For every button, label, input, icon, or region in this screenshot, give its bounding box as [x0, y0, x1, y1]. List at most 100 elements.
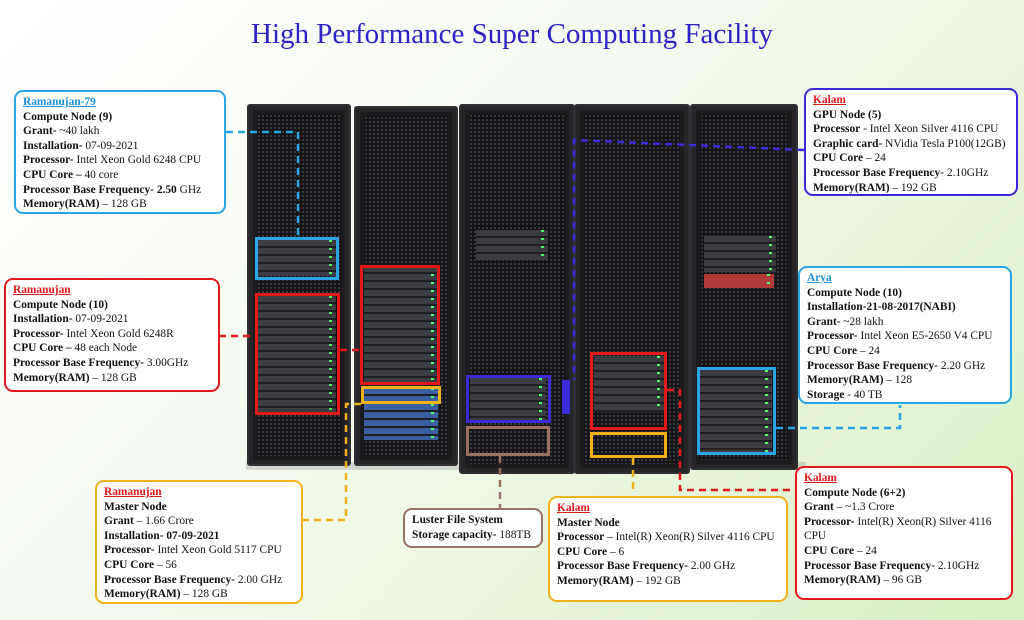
- memory-value: – 128 GB: [99, 198, 147, 211]
- highlight-ramanujan-master-compute: [360, 265, 440, 385]
- info-box-ramanujan79: Ramanujan-79 Compute Node (9) Grant- ~40…: [14, 90, 226, 214]
- processor-value-cont: CPU: [804, 530, 827, 543]
- frequency-label: Processor Base Frequency-: [104, 573, 235, 586]
- memory-value: – 96 GB: [880, 574, 922, 587]
- frequency-value: 2.20 GHz: [937, 359, 986, 372]
- box-heading: Kalam: [557, 502, 590, 514]
- cpu-core-value: – 24: [854, 544, 877, 557]
- processor-value: Intel(R) Xeon(R) Silver 4116: [854, 515, 992, 528]
- memory-label: Memory(RAM): [804, 574, 881, 587]
- highlight-ramanujan79: [255, 237, 339, 280]
- box-heading: Arya: [807, 272, 832, 284]
- processor-label: Processor-: [807, 330, 858, 343]
- grant-value: – 1.66 Crore: [133, 515, 194, 528]
- box-heading: Ramanujan: [104, 486, 162, 498]
- frequency-value: 2.00 GHz: [234, 573, 283, 586]
- storage-value: - 40 TB: [844, 388, 883, 401]
- master-node-label: Master Node: [104, 500, 167, 513]
- highlight-ramanujan: [255, 293, 340, 415]
- memory-label: Memory(RAM): [104, 588, 181, 601]
- grant-label: Grant: [104, 515, 134, 528]
- cpu-core-value: 40 core: [81, 168, 119, 181]
- frequency-label: Processor Base Frequency-: [557, 560, 688, 573]
- info-box-ramanujan-master: Ramanujan Master Node Grant – 1.66 Crore…: [95, 480, 303, 604]
- box-heading: Ramanujan: [13, 284, 71, 296]
- frequency-label: Processor Base Frequency-: [804, 559, 935, 572]
- processor-label: Processor-: [104, 544, 155, 557]
- highlight-arya: [697, 367, 776, 455]
- cpu-core-value: – 24: [857, 344, 880, 357]
- frequency-label: Processor Base Frequency-: [813, 166, 944, 179]
- box-heading: Ramanujan-79: [23, 96, 96, 108]
- cpu-core-label: CPU Core: [804, 544, 855, 557]
- info-box-luster-file-system: Luster File System Storage capacity- 188…: [403, 508, 543, 548]
- storage-label: Storage capacity-: [412, 528, 497, 541]
- info-box-arya: Arya Compute Node (10) Installation-21-0…: [798, 266, 1012, 404]
- processor-value: Intel Xeon Gold 6248 CPU: [73, 154, 202, 167]
- installation-label: Installation-: [13, 313, 73, 326]
- info-box-kalam-gpu: Kalam GPU Node (5) Processor - Intel Xeo…: [804, 88, 1018, 196]
- cpu-core-value: – 24: [863, 152, 886, 165]
- processor-value: Intel Xeon Gold 6248R: [63, 327, 174, 340]
- gpu-node-label: GPU Node (5): [813, 108, 882, 121]
- cpu-core-label: CPU Core: [807, 344, 858, 357]
- installation-value: 07-09-2021: [72, 313, 129, 326]
- page-title: High Performance Super Computing Facilit…: [251, 18, 773, 50]
- graphic-card-value: NVidia Tesla P100(12GB): [882, 137, 1006, 150]
- cpu-core-value: 48 each Node: [71, 342, 138, 355]
- frequency-value: 2.00 GHz: [687, 560, 736, 573]
- frequency-value: GHz: [176, 183, 202, 196]
- memory-value: – 192 GB: [633, 574, 681, 587]
- box-heading: Kalam: [804, 472, 837, 484]
- memory-label: Memory(RAM): [813, 181, 890, 194]
- compute-node-label: Compute Node (10): [13, 298, 108, 311]
- cpu-core-label: CPU Core –: [13, 342, 72, 355]
- frequency-label: Processor Base Frequency- 2.50: [23, 183, 177, 196]
- processor-value: Intel Xeon Gold 5117 CPU: [154, 544, 282, 557]
- processor-value: – Intel(R) Xeon(R) Silver 4116 CPU: [604, 531, 775, 544]
- memory-value: – 128 GB: [180, 588, 228, 601]
- grant-label: Grant-: [23, 125, 57, 138]
- processor-label: Processor-: [804, 515, 855, 528]
- compute-node-label: Compute Node (6+2): [804, 486, 906, 499]
- memory-label: Memory(RAM): [807, 374, 884, 387]
- highlight-kalam-master: [590, 432, 667, 458]
- installation-label: Installation-: [23, 139, 83, 152]
- memory-label: Memory(RAM): [13, 371, 90, 384]
- memory-value: – 192 GB: [889, 181, 937, 194]
- grant-value: – ~1.3 Crore: [833, 501, 895, 514]
- grant-value: ~28 lakh: [840, 315, 884, 328]
- info-box-ramanujan-compute: Ramanujan Compute Node (10) Installation…: [4, 278, 220, 392]
- frequency-value: 3.00GHz: [143, 356, 189, 369]
- processor-label: Processor-: [13, 327, 64, 340]
- box-heading: Kalam: [813, 94, 846, 106]
- highlight-luster: [466, 426, 550, 456]
- frequency-value: 2.10GHz: [934, 559, 980, 572]
- highlight-kalam-gpu: [466, 375, 551, 423]
- cpu-core-label: CPU Core: [557, 545, 608, 558]
- memory-value: – 128 GB: [89, 371, 137, 384]
- grant-label: Grant: [804, 501, 834, 514]
- memory-label: Memory(RAM): [23, 198, 100, 211]
- luster-label: Luster File System: [412, 514, 503, 526]
- processor-value: - Intel Xeon Silver 4116 CPU: [860, 123, 999, 136]
- graphic-card-label: Graphic card-: [813, 137, 883, 150]
- installation-value: 07-09-2021: [82, 139, 139, 152]
- highlight-kalam-compute: [590, 352, 667, 430]
- frequency-label: Processor Base Frequency-: [13, 356, 144, 369]
- storage-value: 188TB: [496, 528, 531, 541]
- installation-label: Installation-21-08-2017(NABI): [807, 301, 956, 314]
- processor-label: Processor: [557, 531, 605, 544]
- cpu-core-value: – 56: [154, 558, 177, 571]
- frequency-value: 2.10GHz: [943, 166, 989, 179]
- cpu-core-label: CPU Core –: [23, 168, 82, 181]
- processor-value: Intel Xeon E5-2650 V4 CPU: [857, 330, 993, 343]
- master-node-label: Master Node: [557, 516, 620, 529]
- info-box-kalam-master: Kalam Master Node Processor – Intel(R) X…: [548, 496, 788, 602]
- grant-label: Grant-: [807, 315, 841, 328]
- info-box-kalam-compute: Kalam Compute Node (6+2) Grant – ~1.3 Cr…: [795, 466, 1013, 600]
- storage-label: Storage: [807, 388, 845, 401]
- cpu-core-label: CPU Core: [104, 558, 155, 571]
- cpu-core-label: CPU Core: [813, 152, 864, 165]
